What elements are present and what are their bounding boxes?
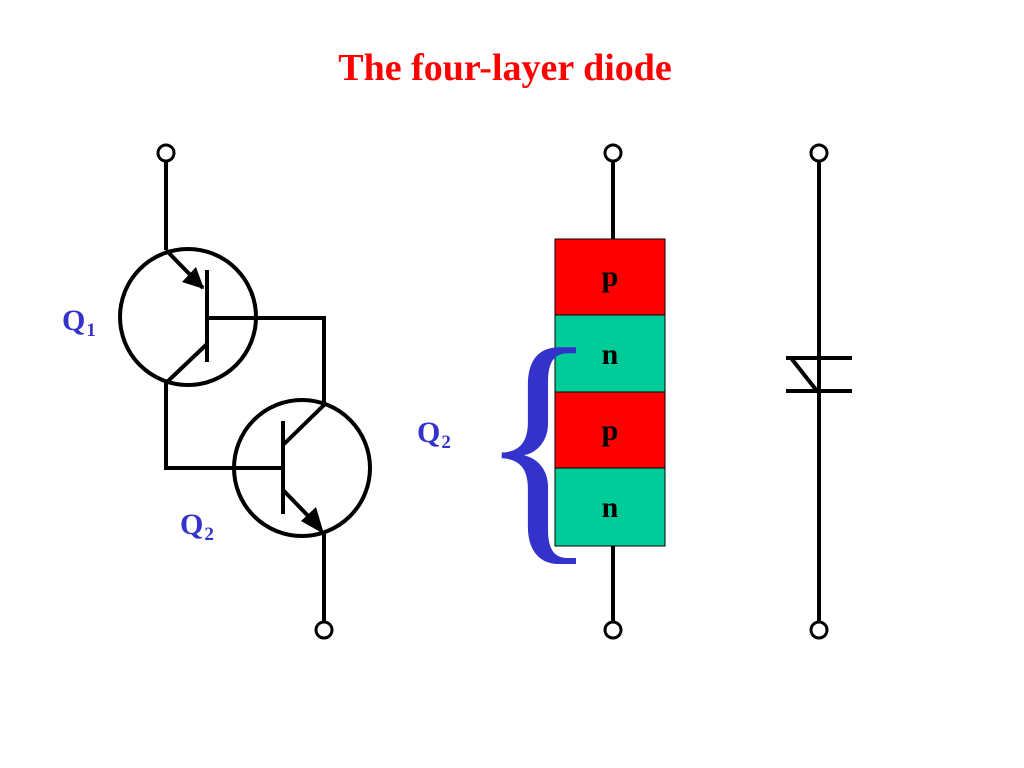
symbol-diagonal	[789, 356, 819, 393]
layer-p1	[554, 238, 666, 316]
transistor-model	[118, 143, 372, 640]
layer-group-brace: {	[479, 296, 599, 586]
q1-emitter-arrow	[182, 267, 204, 289]
q2-label: Q2	[180, 508, 214, 545]
layer-label: p	[601, 260, 619, 293]
q1-collector-to-q2-base-wire	[164, 383, 283, 470]
q2-collector	[281, 403, 326, 447]
layer-label: n	[601, 491, 619, 524]
four-layer-diode-symbol	[786, 143, 852, 640]
terminal-top-middle	[603, 143, 623, 163]
q1-collector	[164, 342, 209, 385]
terminal-top-right	[809, 143, 829, 163]
layer-stack	[554, 143, 666, 640]
layer-n1	[554, 314, 666, 393]
terminal-bottom-left	[314, 620, 334, 640]
terminal-bottom-middle	[603, 620, 623, 640]
layer-label: n	[601, 338, 619, 371]
layer-p2	[554, 391, 666, 469]
layer-n2	[554, 467, 666, 547]
q2-transistor	[232, 398, 372, 538]
terminal-top-left	[156, 143, 176, 163]
q1-label: Q1	[62, 304, 96, 341]
q2-body	[232, 398, 372, 538]
layer-label: p	[601, 414, 619, 447]
q1-base-to-q2-collector-wire	[207, 316, 326, 405]
q2-emitter-arrow	[301, 507, 324, 534]
terminal-bottom-right	[809, 620, 829, 640]
page-title: The four-layer diode	[338, 47, 672, 89]
layer-group-label: Q2	[417, 416, 451, 453]
